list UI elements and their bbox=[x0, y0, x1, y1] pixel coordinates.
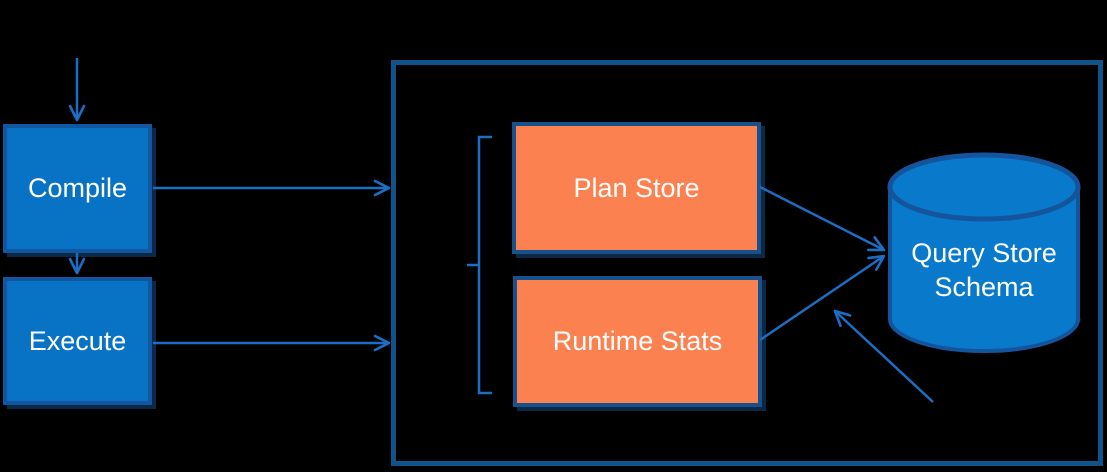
node-runtime-stats-label: Runtime Stats bbox=[552, 326, 723, 357]
node-plan-store-label: Plan Store bbox=[573, 172, 700, 203]
node-compile: Compile bbox=[3, 124, 152, 253]
container-box bbox=[391, 60, 1103, 466]
node-execute: Execute bbox=[3, 277, 152, 405]
query-store-schema-text: Query Store Schema bbox=[911, 238, 1057, 302]
node-compile-label: Compile bbox=[27, 173, 128, 204]
node-query-store-schema-label: Query Store Schema bbox=[894, 235, 1074, 305]
node-execute-label: Execute bbox=[28, 325, 127, 356]
node-runtime-stats: Runtime Stats bbox=[513, 276, 762, 407]
node-plan-store: Plan Store bbox=[512, 122, 761, 254]
